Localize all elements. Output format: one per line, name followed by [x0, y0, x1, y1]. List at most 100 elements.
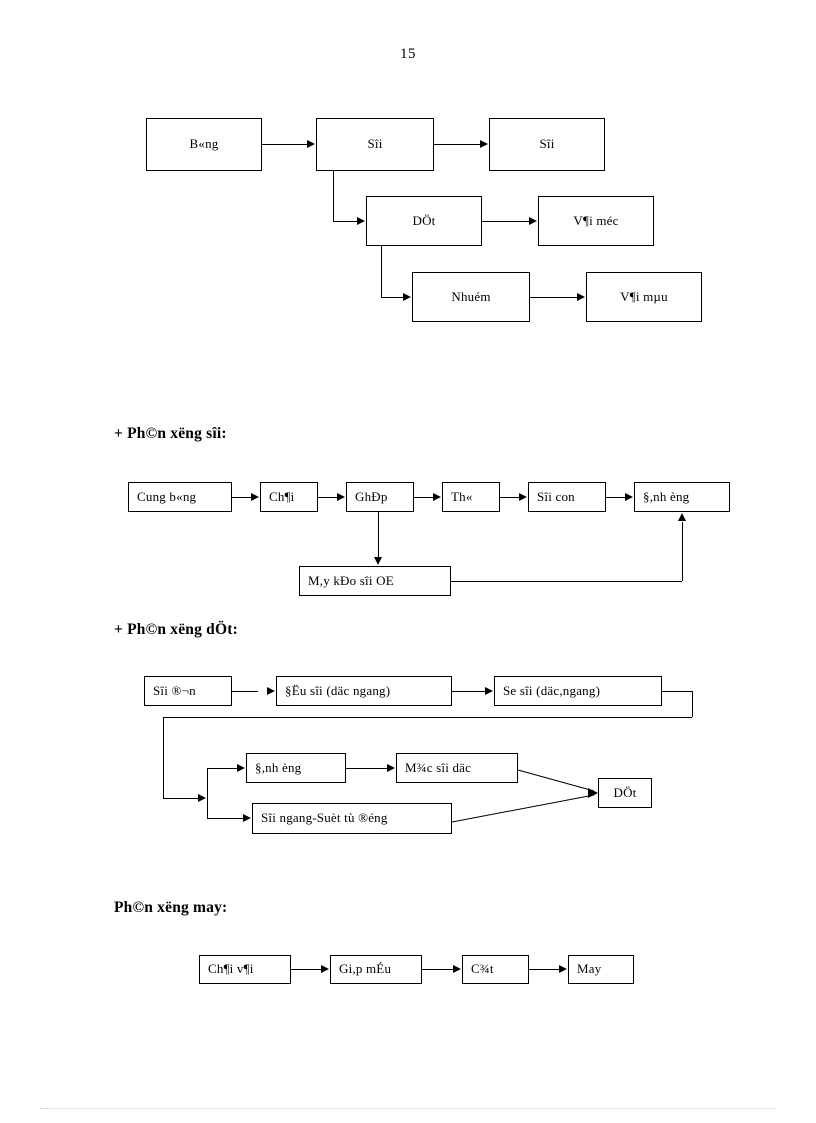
connector-sesoi-down	[692, 691, 693, 717]
node-se-soi[interactable]: Se sîi (däc,ngang)	[494, 676, 662, 706]
node-label: Ch¶i v¶i	[208, 961, 254, 977]
node-label: Sîi ngang-Suèt tù ®éng	[261, 810, 388, 826]
connector-ghep-to-tho	[414, 497, 434, 498]
node-label: Se sîi (däc,ngang)	[503, 682, 601, 698]
arrow-right-icon	[529, 217, 537, 225]
section-heading-weaving: + Ph©n xëng dÖt:	[114, 621, 238, 638]
arrow-right-icon	[237, 764, 245, 772]
node-dau-soi[interactable]: §Ëu sîi (däc ngang)	[276, 676, 452, 706]
node-label: Cung b«ng	[137, 488, 197, 504]
arrow-right-icon	[403, 293, 411, 301]
arrow-right-icon	[625, 493, 633, 501]
connector-cat-to-may	[529, 969, 559, 970]
arrow-right-icon	[321, 965, 329, 973]
node-label: Ch¶i	[269, 488, 295, 504]
connector-maykeo-right	[451, 581, 682, 582]
arrow-right-icon	[577, 293, 585, 301]
arrow-right-icon	[480, 140, 488, 148]
connector-sesoi-back-left	[163, 717, 692, 718]
connector-dot-down	[381, 246, 382, 297]
connector-sesoi-to-branch	[163, 798, 199, 799]
section-heading-spinning: + Ph©n xëng sîi:	[114, 425, 227, 442]
node-label: C¾t	[471, 961, 494, 977]
connector-ghep-down	[378, 512, 379, 558]
connector-soidon-to-dausoi	[232, 691, 258, 692]
connector-chai-to-ghep	[318, 497, 338, 498]
node-label: §Ëu sîi (däc ngang)	[285, 682, 391, 698]
connector-danhong-to-macsoi	[346, 768, 387, 769]
connector-soi-down	[333, 171, 334, 221]
connector-sesoi-right	[662, 691, 692, 692]
node-tho[interactable]: Th«	[442, 482, 500, 512]
node-label: May	[577, 961, 602, 977]
node-label: V¶i méc	[573, 212, 619, 228]
node-danh-ong[interactable]: §,nh èng	[246, 753, 346, 783]
connector-branch-to-danhong	[207, 768, 237, 769]
node-soi-ngang-suot[interactable]: Sîi ngang-Suèt tù ®éng	[252, 803, 452, 834]
node-soi-1[interactable]: Sîi	[316, 118, 434, 171]
node-soi-con[interactable]: Sîi con	[528, 482, 606, 512]
node-label: Sîi	[539, 136, 555, 152]
arrow-right-icon	[559, 965, 567, 973]
connector-sesoi-down-left	[163, 717, 164, 798]
node-label: §,nh èng	[255, 759, 302, 775]
connector-bong-to-soi	[262, 144, 308, 145]
node-label: V¶i mµu	[620, 288, 668, 304]
connector-chaivai-to-giapmau	[291, 969, 321, 970]
node-bong[interactable]: B«ng	[146, 118, 262, 171]
node-label: Sîi ®¬n	[153, 682, 196, 698]
arrow-right-icon	[251, 493, 259, 501]
arrow-right-icon	[387, 764, 395, 772]
node-cat[interactable]: C¾t	[462, 955, 529, 984]
connector-dot-to-vaimoc	[482, 221, 530, 222]
connector-soicon-to-danhong	[606, 497, 626, 498]
page-number: 15	[400, 46, 416, 62]
connector-soi-to-dot	[333, 221, 358, 222]
node-cung-bong[interactable]: Cung b«ng	[128, 482, 232, 512]
connector-tho-to-soicon	[500, 497, 520, 498]
node-label: Th«	[451, 488, 473, 504]
node-giap-mau[interactable]: Gi,p mÉu	[330, 955, 422, 984]
arrow-right-icon	[267, 687, 275, 695]
node-ghep[interactable]: GhÐp	[346, 482, 414, 512]
node-label: DÖt	[412, 212, 436, 228]
node-nhuom[interactable]: Nhuém	[412, 272, 530, 322]
arrow-up-icon	[678, 513, 686, 521]
connector-maykeo-up	[682, 522, 683, 581]
arrow-right-icon	[453, 965, 461, 973]
arrow-right-icon	[433, 493, 441, 501]
node-label: GhÐp	[355, 488, 388, 504]
node-label: Sîi	[367, 136, 383, 152]
node-dot[interactable]: DÖt	[598, 778, 652, 808]
connector-giapmau-to-cat	[422, 969, 453, 970]
node-vai-mau[interactable]: V¶i mµu	[586, 272, 702, 322]
node-label: Gi,p mÉu	[339, 961, 392, 977]
arrow-right-icon	[307, 140, 315, 148]
connector-soi-to-soi2	[434, 144, 481, 145]
node-label: B«ng	[189, 136, 219, 152]
node-chai-vai[interactable]: Ch¶i v¶i	[199, 955, 291, 984]
section-heading-sewing: Ph©n xëng may:	[114, 899, 228, 916]
node-danh-ong[interactable]: §,nh èng	[634, 482, 730, 512]
connector-dot-to-nhuom	[381, 297, 404, 298]
node-soi-2[interactable]: Sîi	[489, 118, 605, 171]
node-may-keo-soi-oe[interactable]: M,y kÐo sîi OE	[299, 566, 451, 596]
arrow-right-icon	[198, 794, 206, 802]
node-dot[interactable]: DÖt	[366, 196, 482, 246]
node-label: M¾c sîi däc	[405, 759, 472, 775]
arrow-right-icon	[485, 687, 493, 695]
node-label: Sîi con	[537, 488, 575, 504]
arrow-right-icon	[243, 814, 251, 822]
node-soi-don[interactable]: Sîi ®¬n	[144, 676, 232, 706]
connector-dausoi-to-sesoi	[452, 691, 485, 692]
connector-nhuom-to-vaimau	[530, 297, 578, 298]
connector-branch-split	[207, 768, 208, 818]
node-may[interactable]: May	[568, 955, 634, 984]
node-chai[interactable]: Ch¶i	[260, 482, 318, 512]
node-vai-moc[interactable]: V¶i méc	[538, 196, 654, 246]
connector-branch-to-soingang	[207, 818, 243, 819]
connector-cungbong-to-chai	[232, 497, 252, 498]
arrow-right-icon	[519, 493, 527, 501]
node-mac-soi-doc[interactable]: M¾c sîi däc	[396, 753, 518, 783]
